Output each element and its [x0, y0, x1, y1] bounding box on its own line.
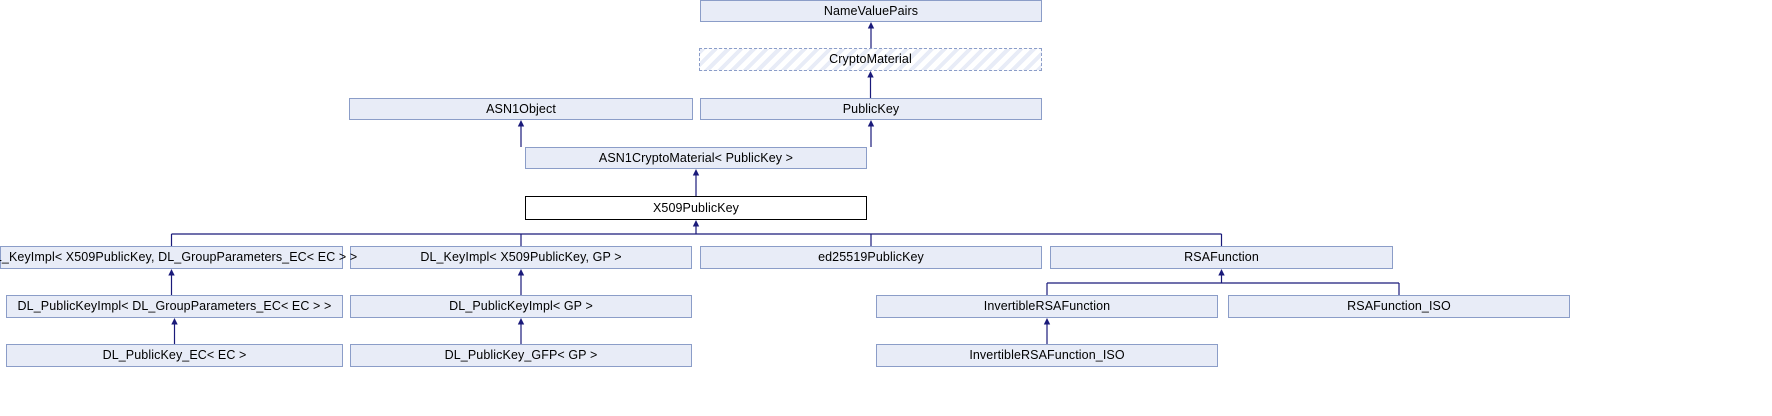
class-node-label: ed25519PublicKey [818, 250, 924, 265]
class-node-label: DL_PublicKey_EC< EC > [102, 348, 247, 363]
class-node-label: RSAFunction [1184, 250, 1259, 265]
class-node-x509publickey[interactable]: X509PublicKey [525, 196, 867, 220]
class-node-label: DL_KeyImpl< X509PublicKey, DL_GroupParam… [0, 250, 358, 265]
class-node-rsafunction-iso[interactable]: RSAFunction_ISO [1228, 295, 1570, 318]
class-node-label: ASN1CryptoMaterial< PublicKey > [598, 150, 794, 165]
class-node-invertiblersafunction[interactable]: InvertibleRSAFunction [876, 295, 1218, 318]
class-node-ed25519publickey[interactable]: ed25519PublicKey [700, 246, 1042, 269]
class-node-label: DL_PublicKeyImpl< GP > [449, 299, 593, 314]
class-node-label: InvertibleRSAFunction [983, 299, 1111, 314]
class-node-dl-keyimpl-x509publickey-dl-groupparameters-ec-ec[interactable]: DL_KeyImpl< X509PublicKey, DL_GroupParam… [0, 246, 357, 269]
class-node-cryptomaterial[interactable]: CryptoMaterial [699, 48, 1042, 71]
class-node-namevaluepairs[interactable]: NameValuePairs [700, 0, 1042, 22]
class-node-label: NameValuePairs [823, 3, 919, 18]
class-node-label: X509PublicKey [652, 200, 740, 215]
class-node-label: ASN1Object [486, 101, 556, 116]
class-node-label: PublicKey [842, 101, 900, 116]
class-node-label: DL_KeyImpl< X509PublicKey, GP > [420, 250, 622, 265]
class-node-label: DL_PublicKey_GFP< GP > [444, 348, 598, 363]
class-node-asn1cryptomaterial-publickey[interactable]: ASN1CryptoMaterial< PublicKey > [525, 147, 867, 169]
class-node-rsafunction[interactable]: RSAFunction [1050, 246, 1393, 269]
class-node-dl-publickeyimpl-dl-groupparameters-ec-ec[interactable]: DL_PublicKeyImpl< DL_GroupParameters_EC<… [6, 295, 343, 318]
class-node-dl-publickey-gfp-gp[interactable]: DL_PublicKey_GFP< GP > [350, 344, 692, 367]
class-node-label: DL_PublicKeyImpl< DL_GroupParameters_EC<… [17, 299, 332, 314]
class-node-publickey[interactable]: PublicKey [700, 98, 1042, 120]
class-node-label: InvertibleRSAFunction_ISO [969, 348, 1125, 363]
class-node-label: RSAFunction_ISO [1347, 299, 1451, 314]
class-node-dl-keyimpl-x509publickey-gp[interactable]: DL_KeyImpl< X509PublicKey, GP > [350, 246, 692, 269]
class-node-asn1object[interactable]: ASN1Object [349, 98, 693, 120]
class-node-invertiblersafunction-iso[interactable]: InvertibleRSAFunction_ISO [876, 344, 1218, 367]
class-node-dl-publickey-ec-ec[interactable]: DL_PublicKey_EC< EC > [6, 344, 343, 367]
class-node-dl-publickeyimpl-gp[interactable]: DL_PublicKeyImpl< GP > [350, 295, 692, 318]
class-node-label: CryptoMaterial [829, 52, 912, 67]
